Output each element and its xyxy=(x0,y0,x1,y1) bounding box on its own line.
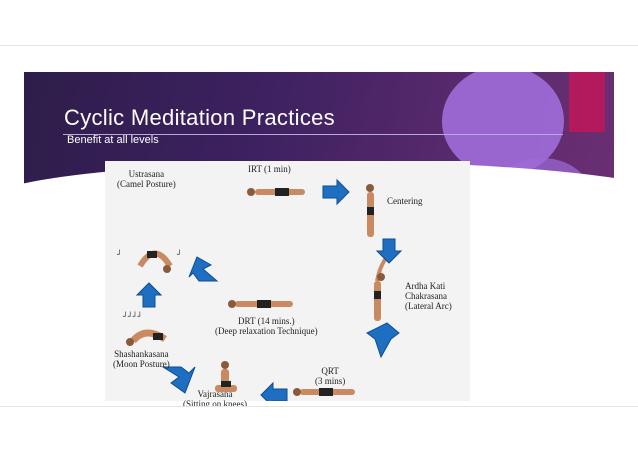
slide-title: Cyclic Meditation Practices xyxy=(64,105,335,130)
arrow-right-icon xyxy=(322,178,350,206)
arrow-down-right-icon xyxy=(188,256,219,282)
step-centering-label: Centering xyxy=(387,196,423,206)
slide: Cyclic Meditation Practices Benefit at a… xyxy=(0,45,638,407)
step-lateral-arc-label: Ardha Kati Chakrasana (Lateral Arc) xyxy=(405,281,452,311)
drt-figure-icon xyxy=(228,300,293,308)
centering-figure-icon xyxy=(366,184,374,237)
svg-text:┘: ┘ xyxy=(116,249,122,259)
svg-text:┘┘┘┘: ┘┘┘┘ xyxy=(122,311,142,321)
ustrasana-figure-icon: ┘ ┘ xyxy=(116,249,182,273)
svg-text:┘: ┘ xyxy=(176,249,182,259)
arrow-down-left-icon xyxy=(366,322,400,359)
title-rule xyxy=(63,134,563,135)
qrt-figure-icon xyxy=(293,388,355,396)
step-vajrasana-label: Vajrasana (Sitting on knees) xyxy=(183,389,247,407)
arrow-up-left-icon xyxy=(161,366,196,394)
shashankasana-figure-icon: ┘┘┘┘ xyxy=(122,311,167,346)
arrow-left-icon xyxy=(260,381,288,401)
irt-figure-icon xyxy=(247,188,305,196)
step-irt-label: IRT (1 min) xyxy=(248,164,291,174)
step-ustrasana-label: Ustrasana (Camel Posture) xyxy=(117,169,176,189)
lateral-arc-figure-icon xyxy=(374,251,393,321)
flow-arrows xyxy=(135,178,403,401)
vajrasana-figure-icon xyxy=(215,361,237,392)
cycle-diagram: ┘┘┘┘ ┘ ┘ xyxy=(105,161,470,406)
step-shashankasana-label: Shashankasana (Moon Posture) xyxy=(113,349,170,369)
step-drt-label: DRT (14 mins.) (Deep relaxation Techniqu… xyxy=(215,316,318,336)
figures-layer: ┘┘┘┘ ┘ ┘ xyxy=(116,178,403,401)
accent-bar xyxy=(569,72,605,132)
arrow-up-icon xyxy=(135,282,163,308)
arrow-down-icon xyxy=(375,238,403,264)
slide-subtitle: Benefit at all levels xyxy=(67,134,159,146)
step-qrt-label: QRT (3 mins) xyxy=(315,366,346,386)
